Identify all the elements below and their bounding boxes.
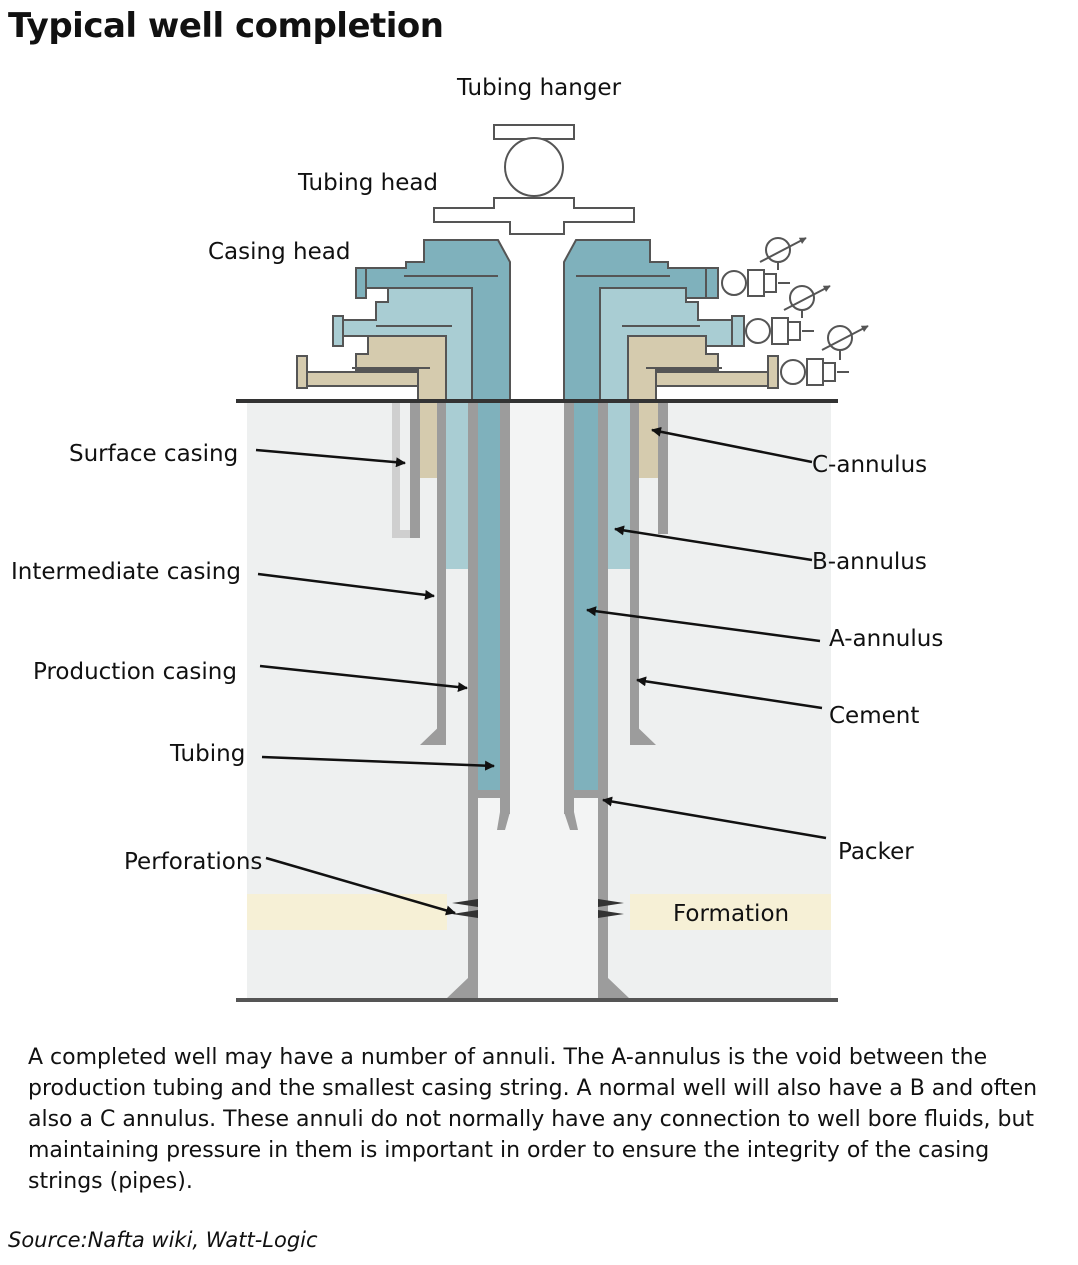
label-tubing: Tubing <box>169 741 245 767</box>
valve-icon <box>780 359 806 385</box>
production-casing-shoe-right <box>608 978 630 999</box>
cement-c-annulus-right <box>636 402 658 478</box>
tubing-left-wall <box>500 402 510 814</box>
surface-casing-left-wall <box>410 402 420 538</box>
arrow-surface-casing <box>255 448 406 468</box>
label-c-annulus: C-annulus <box>812 452 927 478</box>
side-flange-inner-right <box>705 267 719 299</box>
arrow-c-annulus <box>651 426 813 464</box>
tubing-hanger-ball <box>504 137 564 197</box>
label-surface-casing: Surface casing <box>69 441 238 467</box>
label-intermediate-casing: Intermediate casing <box>11 559 241 585</box>
arrow-production-casing <box>259 664 468 693</box>
side-flange-inner-left <box>355 267 367 299</box>
label-tubing-hanger: Tubing hanger <box>456 75 622 101</box>
caption-text: A completed well may have a number of an… <box>28 1045 1038 1194</box>
intermediate-casing-shoe-right <box>630 720 656 745</box>
arrow-intermediate-casing <box>257 572 435 600</box>
valve-icon <box>721 270 747 296</box>
label-b-annulus: B-annulus <box>812 549 927 575</box>
page-title: Typical well completion <box>8 6 444 46</box>
arrow-tubing <box>261 755 495 771</box>
cement-b-annulus-left <box>446 402 470 569</box>
tubing-end-left <box>497 812 510 830</box>
intermediate-casing-right-wall <box>630 402 639 742</box>
side-flange-outer-left <box>296 355 308 389</box>
surface-casing-left <box>392 402 420 538</box>
formation-layer-left <box>247 894 447 930</box>
label-packer: Packer <box>838 839 914 865</box>
intermediate-casing-left-wall <box>437 402 446 742</box>
label-cement: Cement <box>829 703 919 729</box>
a-annulus-right <box>574 402 598 792</box>
perforation-left-lower <box>452 910 478 918</box>
formation-layer-right <box>630 894 831 930</box>
arrow-perforations <box>265 856 456 916</box>
surface-casing-right-wall <box>658 402 668 534</box>
tubing-hanger-plate <box>493 124 575 140</box>
label-a-annulus: A-annulus <box>829 626 943 652</box>
tubing-end-right <box>564 812 578 830</box>
a-annulus-left <box>478 402 500 792</box>
label-formation: Formation <box>673 901 789 927</box>
tubing-right-wall <box>564 402 574 814</box>
callout-arrows <box>255 426 827 916</box>
production-casing-right-wall <box>598 402 608 999</box>
intermediate-casing-shoe-left <box>420 720 446 745</box>
perforation-right-lower <box>598 910 624 918</box>
valve-gauge-3 <box>780 325 869 386</box>
valve-gauge-1 <box>721 237 807 297</box>
tubing-head-flange <box>433 197 635 235</box>
arrow-a-annulus <box>586 606 821 643</box>
perforation-right-upper <box>598 899 624 907</box>
label-casing-head: Casing head <box>208 239 350 265</box>
labels: Tubing hanger Tubing head Casing head Su… <box>11 75 943 927</box>
well-diagram: Tubing hanger Tubing head Casing head Su… <box>11 75 943 1002</box>
label-perforations: Perforations <box>124 849 262 875</box>
packer-right <box>574 790 598 798</box>
packer-left <box>478 790 500 798</box>
source-credit: Source:Nafta wiki, Watt-Logic <box>8 1228 318 1252</box>
side-pipe-outer-left <box>305 371 419 387</box>
side-flange-outer-right <box>767 355 779 389</box>
perforation-left-upper <box>452 899 478 907</box>
wellhead <box>296 124 779 401</box>
valve-icon <box>745 318 771 344</box>
pressure-gauge-icon <box>765 237 791 263</box>
side-flange-mid-left <box>332 315 344 347</box>
label-production-casing: Production casing <box>33 659 237 685</box>
production-casing-shoe-left <box>446 978 468 999</box>
casing-head-inner-left <box>365 239 511 401</box>
arrow-b-annulus <box>614 525 813 562</box>
arrow-cement <box>636 676 823 710</box>
production-casing-left-wall <box>468 402 478 999</box>
underground-section <box>247 402 831 999</box>
pressure-gauge-icon <box>789 285 815 311</box>
valve-gauge-2 <box>745 285 831 345</box>
label-tubing-head: Tubing head <box>297 170 438 196</box>
cement-b-annulus-right <box>606 402 630 569</box>
arrow-packer <box>602 796 827 840</box>
side-pipe-outer-right <box>655 371 769 387</box>
valves-and-gauges <box>721 237 869 386</box>
pressure-gauge-icon <box>827 325 853 351</box>
side-flange-mid-right <box>731 315 745 347</box>
